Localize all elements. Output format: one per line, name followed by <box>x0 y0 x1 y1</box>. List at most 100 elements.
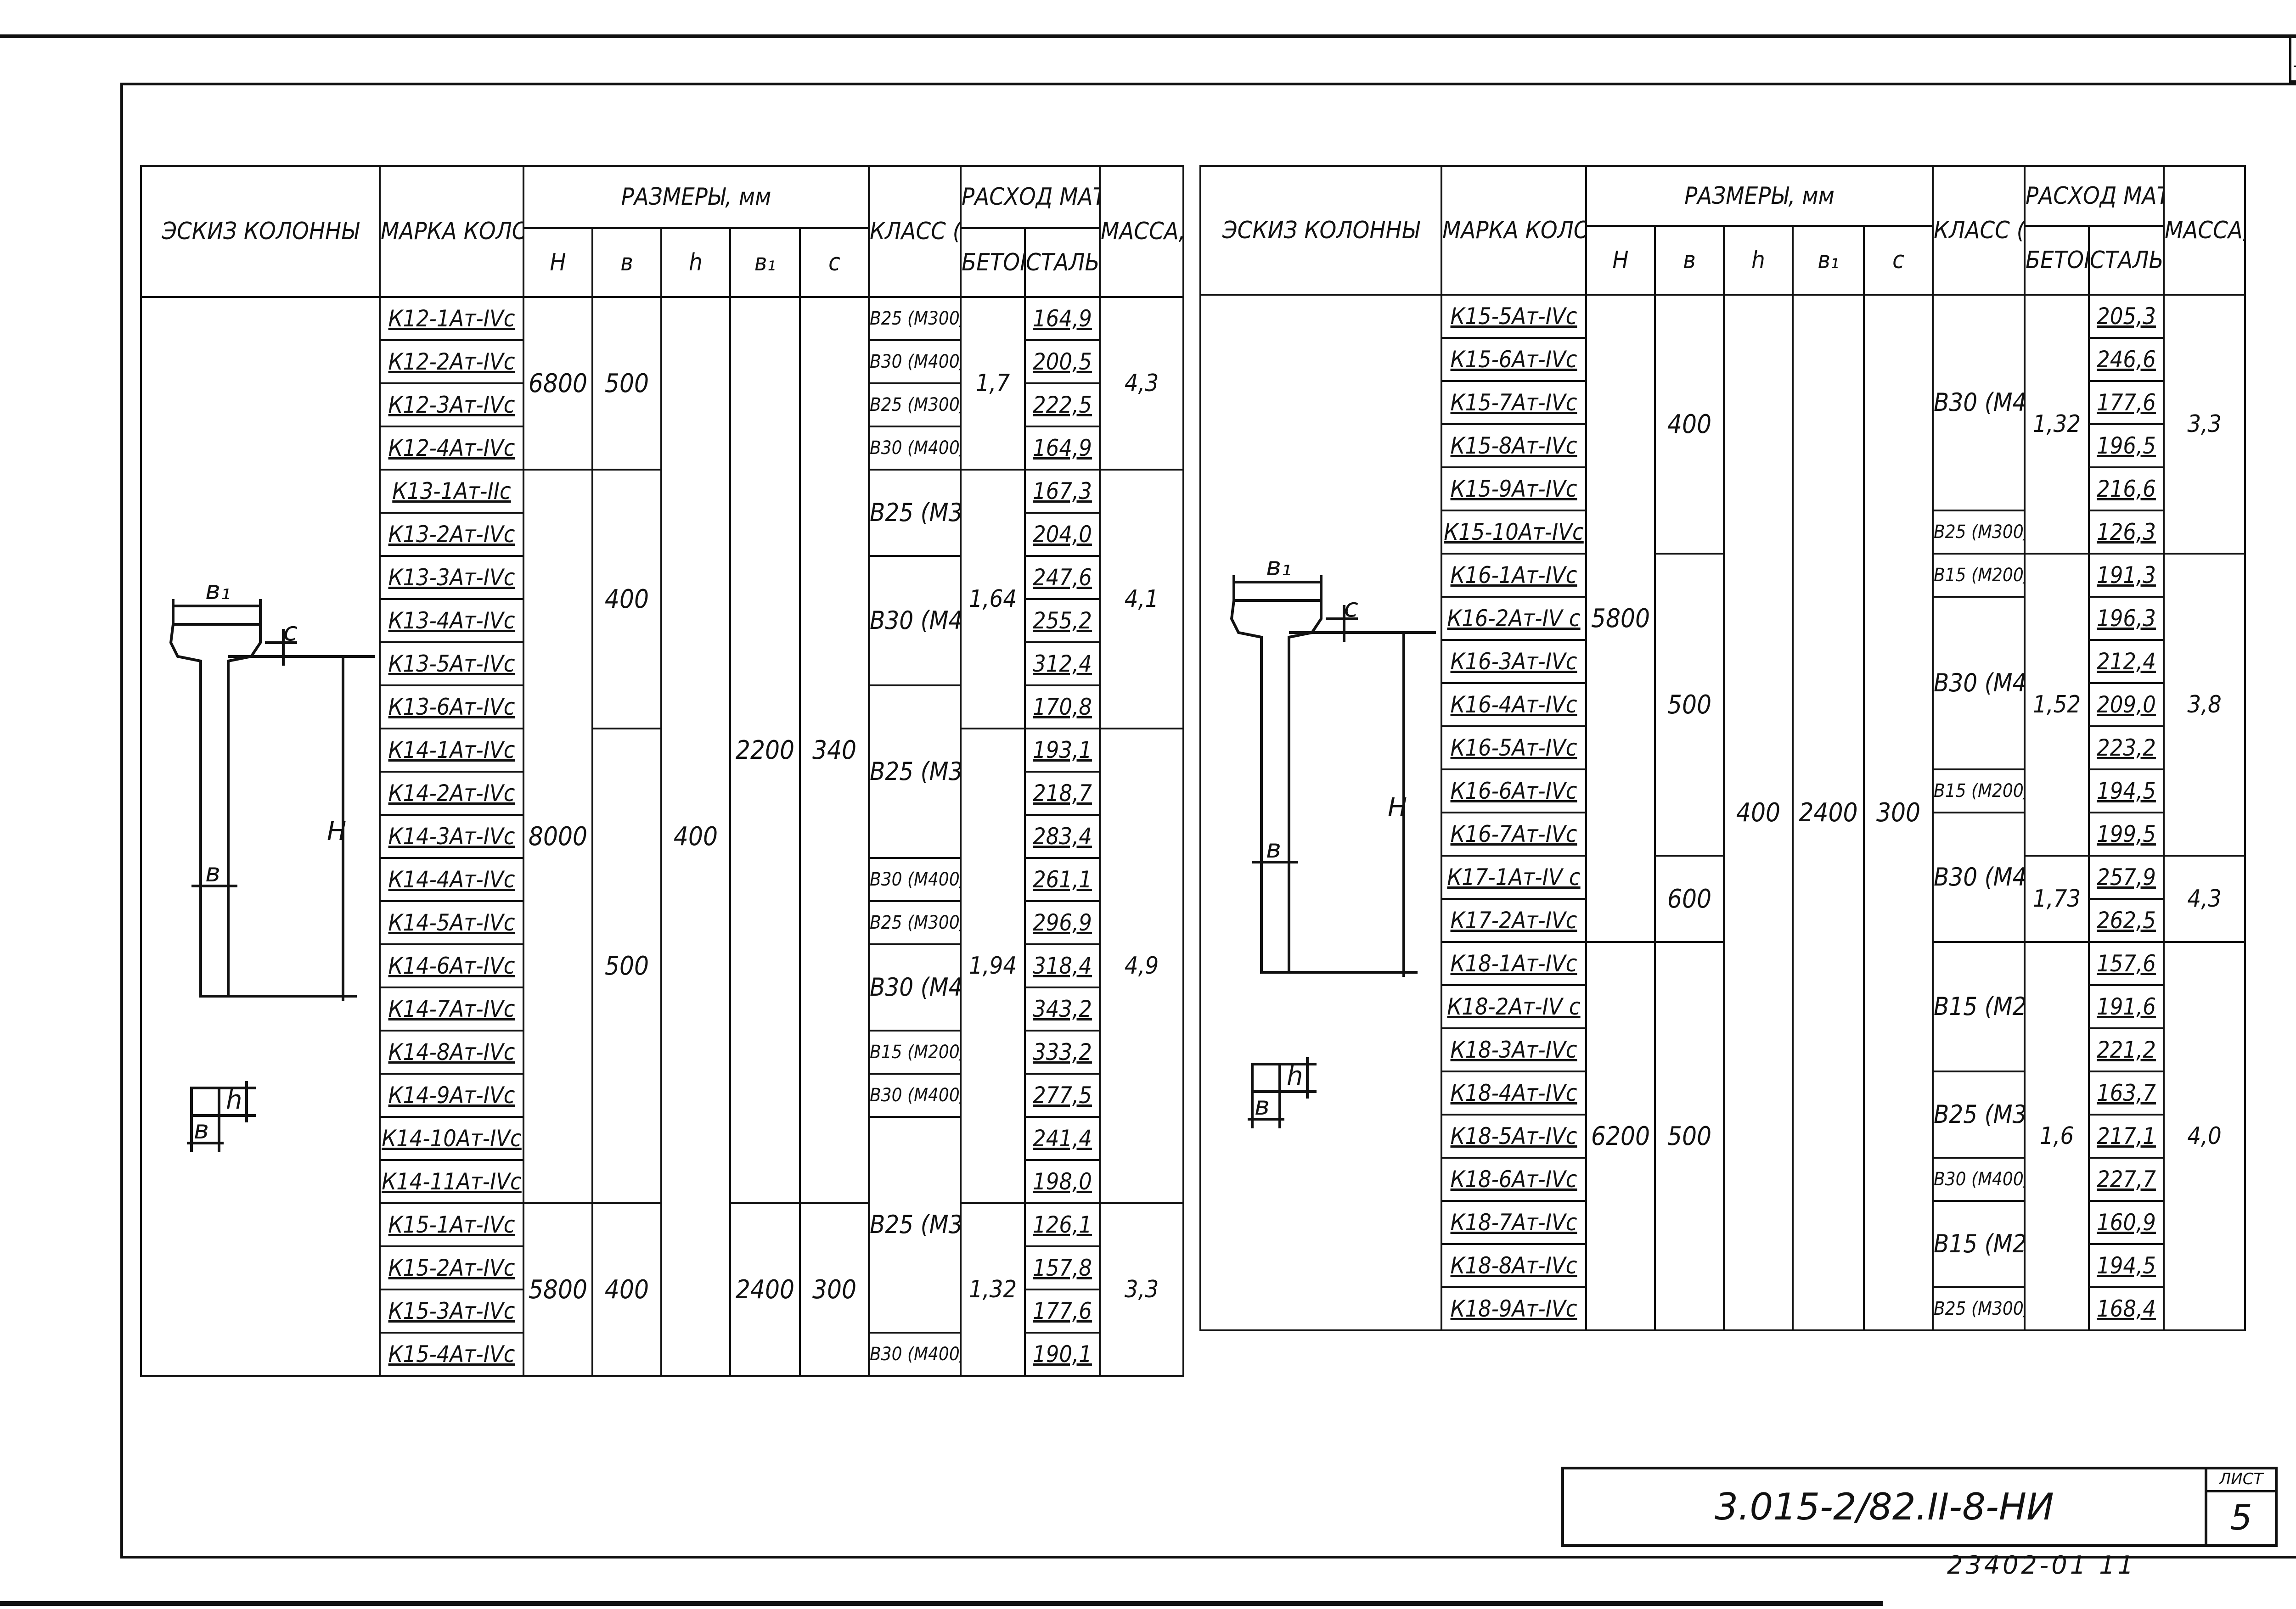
dim-b-cell: 400 <box>1654 294 1725 555</box>
header-concrete-volume: БЕТОН, м³ <box>2024 225 2090 296</box>
dim-h-cell: 400 <box>1723 294 1794 1331</box>
steel-cell: 241,4 <box>1024 1116 1101 1161</box>
sketch-label-b1: в₁ <box>1266 552 1291 582</box>
steel-cell: 160,9 <box>2088 1200 2165 1245</box>
mark-cell: К18-7Ат-IVс <box>1441 1200 1587 1245</box>
concrete-class-cell: В15 (М200) <box>1932 1200 2026 1288</box>
steel-cell: 177,6 <box>2088 380 2165 425</box>
steel-cell: 277,5 <box>1024 1073 1101 1118</box>
sketch-label-b-section: в <box>194 1115 209 1145</box>
steel-cell: 163,7 <box>2088 1071 2165 1116</box>
mark-cell: К13-3Ат-IVс <box>379 555 524 600</box>
sketch-label-h: h <box>1287 1061 1303 1091</box>
dim-b-cell: 500 <box>1654 941 1725 1331</box>
mark-cell: К15-4Ат-IVс <box>379 1332 524 1377</box>
steel-cell: 283,4 <box>1024 814 1101 859</box>
mark-cell: К18-8Ат-IVс <box>1441 1243 1587 1288</box>
concrete-class-cell: В30 (М400) <box>868 426 962 471</box>
steel-cell: 205,3 <box>2088 294 2165 339</box>
steel-cell: 157,6 <box>2088 941 2165 986</box>
concrete-volume-cell: 1,7 <box>960 296 1026 471</box>
header-b: в <box>1654 225 1725 296</box>
steel-cell: 209,0 <box>2088 682 2165 727</box>
concrete-class-cell: В25 (М300) <box>868 469 962 557</box>
steel-cell: 218,7 <box>1024 771 1101 816</box>
mark-cell: К15-1Ат-IVс <box>379 1202 524 1247</box>
sheet-box: ЛИСТ 5 <box>2205 1469 2275 1544</box>
steel-cell: 212,4 <box>2088 639 2165 684</box>
steel-cell: 216,6 <box>2088 466 2165 511</box>
mass-cell: 3,8 <box>2163 553 2246 857</box>
concrete-class-cell: В25 (М300) <box>868 1116 962 1334</box>
steel-cell: 177,6 <box>1024 1289 1101 1334</box>
steel-cell: 126,1 <box>1024 1202 1101 1247</box>
sketch-label-b1: в₁ <box>205 576 231 605</box>
concrete-volume-cell: 1,32 <box>2024 294 2090 555</box>
steel-cell: 261,1 <box>1024 857 1101 902</box>
dim-b-cell: 600 <box>1654 855 1725 943</box>
header-mark: МАРКА КОЛОННЫ <box>379 165 524 298</box>
header-steel: СТАЛЬ, кг <box>1024 227 1101 298</box>
mark-cell: К12-3Ат-IVс <box>379 382 524 427</box>
sketch-label-c: с <box>283 617 298 647</box>
inventory-number: 23402-01 11 <box>1947 1551 2136 1580</box>
sketch-label-b: в <box>205 858 220 888</box>
mark-cell: К15-10Ат-IVс <box>1441 510 1587 555</box>
drawing-frame <box>120 83 2296 1559</box>
mark-cell: К12-2Ат-IVс <box>379 339 524 384</box>
mark-cell: К16-5Ат-IVс <box>1441 725 1587 770</box>
header-materials: РАСХОД МАТЕРИАЛОВ <box>2024 165 2165 227</box>
mark-cell: К14-11Ат-IVс <box>379 1159 524 1204</box>
dim-h-cell: 400 <box>660 296 731 1377</box>
mark-cell: К13-1Ат-IIс <box>379 469 524 514</box>
concrete-volume-cell: 1,6 <box>2024 941 2090 1331</box>
mark-cell: К14-10Ат-IVс <box>379 1116 524 1161</box>
header-sketch: ЭСКИЗ КОЛОННЫ <box>1199 165 1442 296</box>
dim-b1-cell: 2400 <box>729 1202 801 1377</box>
table-row: К14-2Ат-IVс 218,7 <box>141 771 1183 816</box>
bottom-border-line <box>0 1601 1883 1606</box>
mark-cell: К16-3Ат-IVс <box>1441 639 1587 684</box>
table-row: К16-3Ат-IVс 212,4 <box>1200 639 2245 684</box>
steel-cell: 333,2 <box>1024 1030 1101 1075</box>
mark-cell: К14-6Ат-IVс <box>379 943 524 988</box>
mark-cell: К18-9Ат-IVс <box>1441 1286 1587 1331</box>
sketch-label-b: в <box>1266 834 1281 864</box>
header-materials: РАСХОД МАТЕРИАЛОВ <box>960 165 1101 229</box>
mark-cell: К18-4Ат-IVс <box>1441 1071 1587 1116</box>
mark-cell: К14-2Ат-IVс <box>379 771 524 816</box>
steel-cell: 221,2 <box>2088 1027 2165 1072</box>
header-mass: МАССА, т <box>1099 165 1185 298</box>
concrete-class-cell: В30 (М400) <box>868 339 962 384</box>
mark-cell: К18-1Ат-IVс <box>1441 941 1587 986</box>
mark-cell: К18-6Ат-IVс <box>1441 1157 1587 1202</box>
table-row: К15-9Ат-IVс 216,6 <box>1200 466 2245 511</box>
header-b1: в₁ <box>1792 225 1865 296</box>
mark-cell: К14-4Ат-IVс <box>379 857 524 902</box>
header-mark: МАРКА КОЛОННЫ <box>1441 165 1587 296</box>
header-dimensions: РАЗМЕРЫ, мм <box>1585 165 1934 227</box>
concrete-class-cell: В15 (М200) <box>1932 941 2026 1072</box>
header-c: с <box>799 227 870 298</box>
steel-cell: 227,7 <box>2088 1157 2165 1202</box>
mark-cell: К15-6Ат-IVс <box>1441 337 1587 382</box>
mark-cell: К15-9Ат-IVс <box>1441 466 1587 511</box>
document-code: 3.015-2/82.II-8-НИ <box>1715 1486 2054 1528</box>
concrete-class-cell: В30 (М400) <box>868 1332 962 1377</box>
